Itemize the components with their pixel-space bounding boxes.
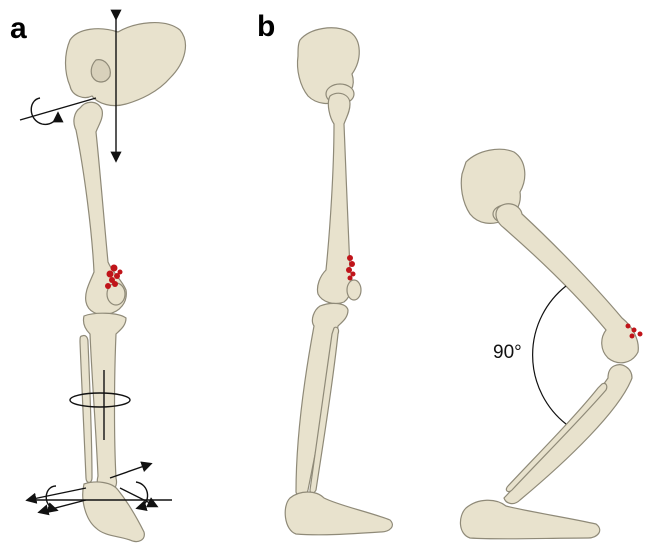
foot-b <box>285 492 392 535</box>
panel-b-standing-leg <box>285 28 392 535</box>
panel-a-leg <box>66 23 186 542</box>
tibia-b2 <box>504 365 632 504</box>
panel-b-flexed-leg <box>460 149 638 539</box>
pelvis-a <box>66 23 186 106</box>
fibula-a <box>80 335 92 482</box>
femur-b2 <box>496 204 638 363</box>
knee-angle-indicator <box>533 286 566 424</box>
hip-rotation-arrow <box>31 98 58 124</box>
ankle-rotation-right <box>136 482 148 508</box>
foot-a <box>83 482 145 542</box>
foot-b2 <box>460 500 599 539</box>
tibia-b <box>296 303 348 497</box>
fibula-b2 <box>506 383 606 491</box>
femur-a <box>74 102 126 314</box>
patella-b <box>347 280 361 300</box>
ankle-rotation-left <box>46 486 56 510</box>
ankle-arrow-left <box>28 488 86 500</box>
